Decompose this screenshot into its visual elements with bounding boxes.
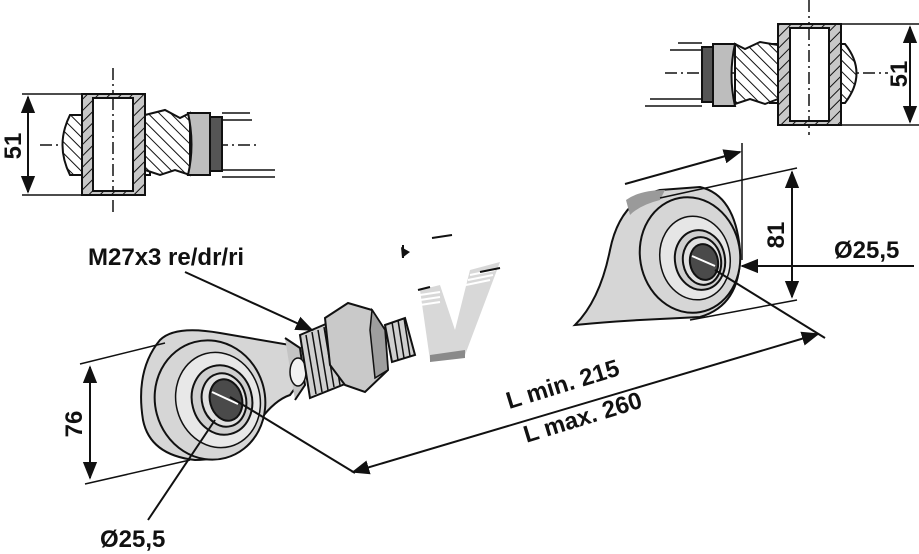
dim-label-81: 81 — [763, 222, 790, 249]
dimensions: M27x3 re/dr/ri 76 Ø25,5 L min. 215 L max… — [61, 143, 914, 553]
thread-label: M27x3 re/dr/ri — [88, 244, 244, 271]
tube-break — [401, 234, 501, 362]
bore-label-left: Ø25,5 — [100, 526, 165, 553]
bore-label-right: Ø25,5 — [834, 237, 899, 264]
dim-label-51-right: 51 — [886, 61, 913, 88]
dim-label-51-left: 51 — [0, 133, 27, 160]
right-cross-section: 51 — [645, 0, 919, 135]
bore-leader-left — [147, 419, 216, 521]
right-rod-end — [572, 185, 742, 327]
left-rod-end — [140, 301, 417, 462]
dim-label-76: 76 — [61, 411, 88, 438]
length-dim-line — [351, 331, 820, 475]
thread-leader-line — [184, 271, 314, 331]
left-cross-section: 51 — [0, 68, 275, 215]
